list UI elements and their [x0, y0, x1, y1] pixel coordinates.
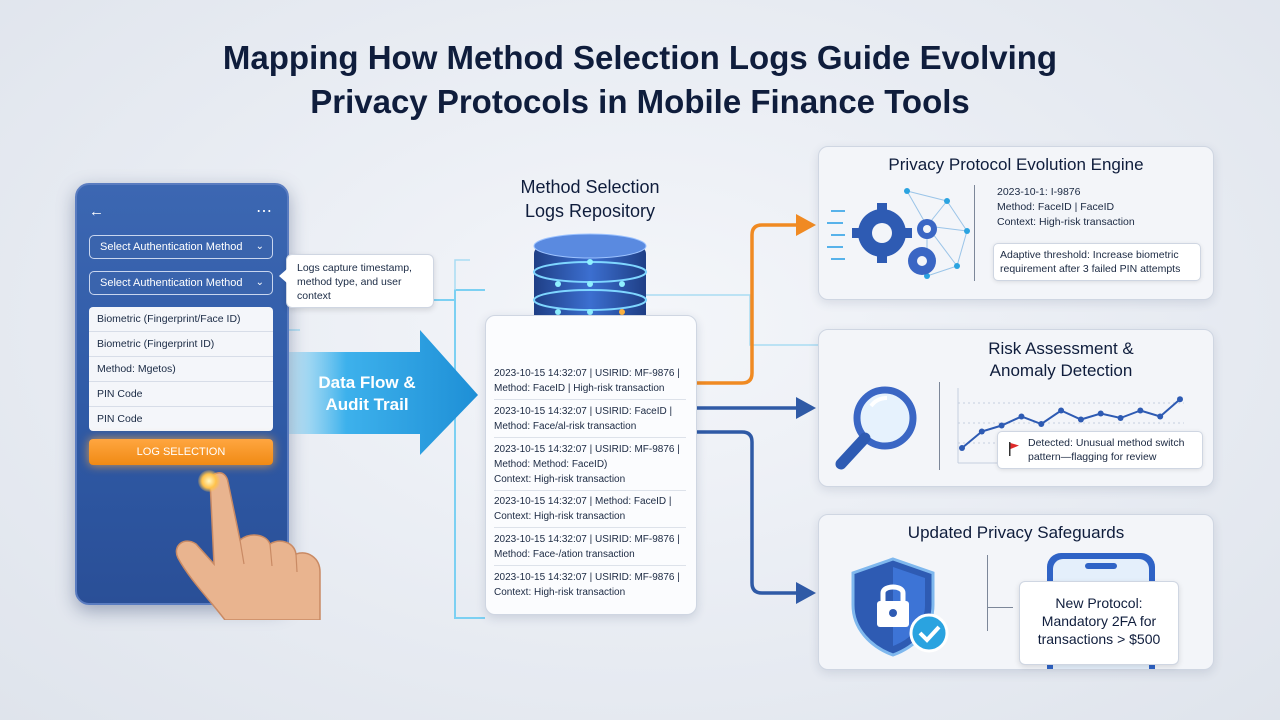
engine-log-text: 2023-10-1: I-9876 Method: FaceID | FaceI…	[997, 185, 1135, 230]
magnifier-icon	[835, 386, 917, 470]
method-option[interactable]: PIN Code	[97, 413, 143, 425]
log-entry-line: Method: FaceID | High-risk transaction	[494, 383, 665, 394]
alert-line: pattern—flagging for review	[1028, 451, 1157, 463]
new-protocol-box: New Protocol: Mandatory 2FA for transact…	[1019, 581, 1179, 665]
anomaly-alert: Detected: Unusual method switch pattern—…	[997, 431, 1203, 469]
protocol-line: New Protocol:	[1055, 595, 1143, 611]
chevron-down-icon: ⌄	[255, 241, 264, 252]
log-selection-button[interactable]: LOG SELECTION	[89, 439, 273, 465]
repository-title-line-2: Logs Repository	[524, 201, 656, 221]
log-entry-line: Method: Face/al-risk transaction	[494, 421, 637, 432]
log-entry: 2023-10-15 14:32:07 | Method: FaceID | C…	[494, 494, 686, 528]
log-entry-line: Method: Face-/ation transaction	[494, 549, 635, 560]
hand-pointer-icon	[175, 472, 321, 620]
trend-point	[1018, 413, 1025, 420]
log-entry: 2023-10-15 14:32:07 | USIRID: MF-9876 | …	[494, 570, 686, 603]
divider	[939, 382, 940, 470]
engine-log-line: Method: FaceID | FaceID	[997, 201, 1115, 213]
log-entry-line: Method: Method: FaceID)	[494, 459, 608, 470]
repository-title-line-1: Method Selection	[520, 177, 660, 197]
ellipsis-icon[interactable]: ⋯	[256, 203, 273, 220]
trend-point	[998, 422, 1005, 429]
trend-point	[1137, 407, 1144, 414]
trend-point	[978, 428, 985, 435]
protocol-line: Mandatory 2FA for	[1041, 613, 1157, 629]
safeguards-title: Updated Privacy Safeguards	[907, 523, 1125, 542]
note-line: Adaptive threshold: Increase biometric	[1000, 249, 1179, 261]
note-line: requirement after 3 failed PIN attempts	[1000, 263, 1181, 275]
risk-title: Risk Assessment & Anomaly Detection	[909, 338, 1213, 382]
protocol-line: transactions > $500	[1037, 631, 1161, 647]
log-entry: 2023-10-15 14:32:07 | USIRID: MF-9876 | …	[494, 442, 686, 491]
log-entries-panel: 2023-10-15 14:32:07 | USIRID: MF-9876 | …	[485, 315, 697, 615]
engine-title: Privacy Protocol Evolution Engine	[888, 155, 1144, 174]
risk-title-line-2: Anomaly Detection	[989, 361, 1133, 380]
alert-line: Detected: Unusual method switch	[1028, 437, 1185, 449]
privacy-safeguards-card: Updated Privacy Safeguards New Protocol:…	[818, 514, 1214, 670]
repository-title: Method Selection Logs Repository	[470, 175, 710, 223]
method-options-list: Biometric (Fingerprint/Face ID) Biometri…	[89, 307, 273, 431]
gears-network-icon	[827, 188, 970, 279]
divider	[987, 555, 988, 631]
engine-log-line: Context: High-risk transaction	[997, 216, 1135, 228]
trend-point	[1077, 416, 1084, 423]
touch-glow	[198, 470, 220, 492]
log-entry-line: 2023-10-15 14:32:07 | USIRID: FaceID |	[494, 406, 673, 417]
trend-point	[1058, 407, 1065, 414]
log-entry-line: Context: High-risk transaction	[494, 474, 626, 485]
trend-point	[1038, 421, 1045, 427]
log-entry-line: Context: High-risk transaction	[494, 587, 626, 598]
auth-method-select-1[interactable]: Select Authentication Method ⌄	[89, 235, 273, 259]
log-entry-line: 2023-10-15 14:32:07 | USIRID: MF-9876 |	[494, 368, 680, 379]
arrow-left-icon[interactable]: ←	[89, 203, 104, 220]
auth-method-select-2[interactable]: Select Authentication Method ⌄	[89, 271, 273, 295]
log-entry: 2023-10-15 14:32:07 | USIRID: MF-9876 | …	[494, 366, 686, 400]
title-line-2: Privacy Protocols in Mobile Finance Tool…	[310, 83, 970, 120]
trend-point	[1097, 410, 1104, 417]
log-entry-line: 2023-10-15 14:32:07 | USIRID: MF-9876 |	[494, 534, 680, 545]
phone-mockup: ← ⋯ Select Authentication Method ⌄ Selec…	[75, 183, 289, 605]
log-entry: 2023-10-15 14:32:07 | USIRID: MF-9876 | …	[494, 532, 686, 566]
risk-assessment-card: Risk Assessment & Anomaly Detection Dete…	[818, 329, 1214, 487]
trend-point	[1177, 396, 1183, 403]
flow-label-line-1: Data Flow &	[318, 373, 416, 392]
log-entry-line: 2023-10-15 14:32:07 | USIRID: MF-9876 |	[494, 444, 680, 455]
chevron-down-icon: ⌄	[255, 277, 264, 288]
title-line-1: Mapping How Method Selection Logs Guide …	[222, 39, 1058, 76]
data-flow-label: Data Flow & Audit Trail	[312, 372, 422, 416]
select-label: Select Authentication Method	[100, 277, 243, 289]
trend-point	[1157, 413, 1164, 420]
adaptive-threshold-note: Adaptive threshold: Increase biometric r…	[993, 243, 1201, 281]
shield-lock-icon	[851, 557, 949, 657]
log-entry-line: 2023-10-15 14:32:07 | USIRID: MF-9876 |	[494, 572, 680, 583]
flow-label-line-2: Audit Trail	[325, 395, 409, 414]
divider	[974, 185, 975, 281]
log-entry: 2023-10-15 14:32:07 | USIRID: FaceID | M…	[494, 404, 686, 438]
method-option[interactable]: PIN Code	[89, 382, 273, 407]
log-capture-callout: Logs capture timestamp, method type, and…	[279, 254, 434, 308]
risk-title-line-1: Risk Assessment &	[988, 339, 1134, 358]
method-option[interactable]: Biometric (Fingerprint/Face ID)	[89, 307, 273, 332]
flag-icon	[1009, 442, 1019, 456]
log-entry-line: 2023-10-15 14:32:07 | Method: FaceID |	[494, 496, 672, 507]
log-entry-line: Context: High-risk transaction	[494, 511, 626, 522]
method-option[interactable]: Biometric (Fingerprint ID)	[89, 332, 273, 357]
trend-point	[1117, 415, 1124, 421]
page-title: Mapping How Method Selection Logs Guide …	[0, 36, 1280, 124]
engine-log-line: 2023-10-1: I-9876	[997, 186, 1081, 198]
protocol-engine-card: Privacy Protocol Evolution Engine 2023-1…	[818, 146, 1214, 300]
select-label: Select Authentication Method	[100, 241, 243, 253]
trend-point	[959, 445, 965, 451]
trend-line	[961, 398, 1181, 449]
method-option[interactable]: Method: Mgetos)	[89, 357, 273, 382]
connector-tick	[987, 607, 1013, 608]
